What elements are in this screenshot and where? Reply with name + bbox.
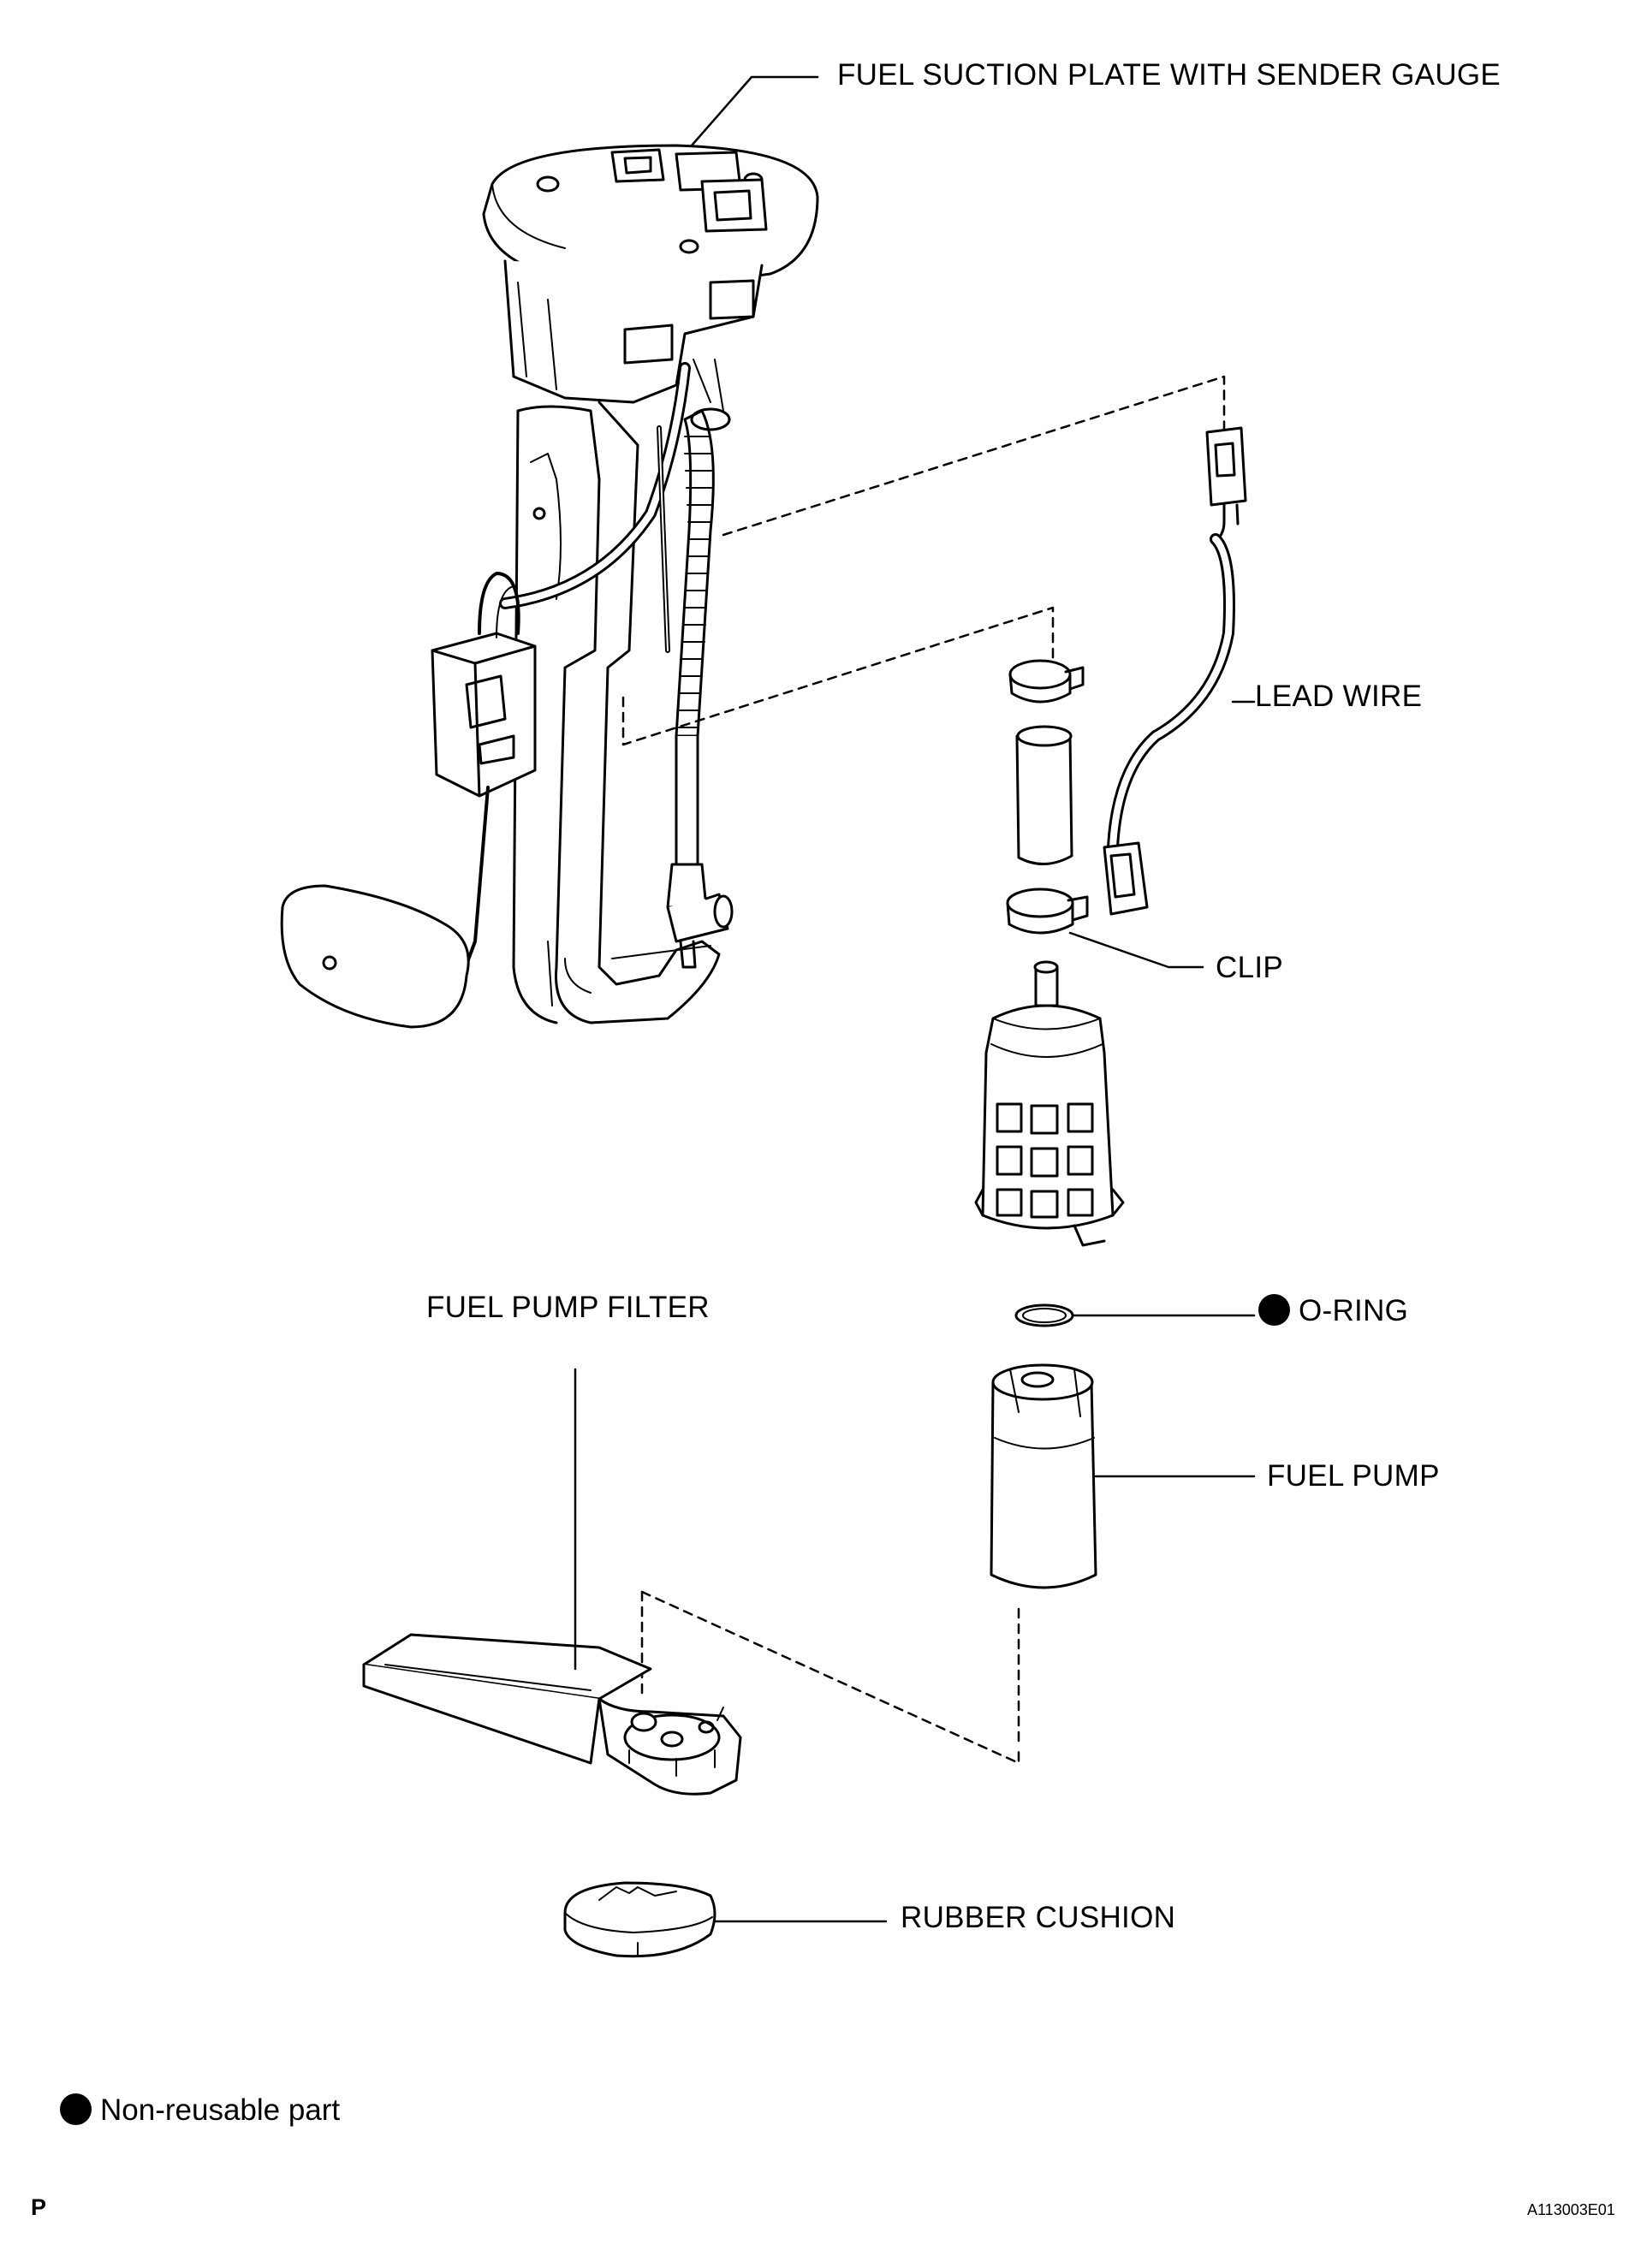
non-reusable-marker-icon [1258,1294,1290,1326]
page-letter: P [31,2194,47,2220]
lower-clip [1006,888,1089,935]
legend-text: Non-reusable part [100,2093,341,2127]
fuel-hose [1015,725,1073,866]
fuel-suction-plate-assembly [280,144,819,1029]
sender-gauge [431,632,537,798]
legend: Non-reusable part [60,2093,340,2128]
fuel-pump-filter [362,1633,742,1796]
label-clip: CLIP [1216,951,1284,984]
rubber-cushion [563,1881,716,1958]
figure-code: A113003E01 [1527,2201,1615,2218]
label-lead-wire: LEAD WIRE [1255,680,1423,713]
label-fuel-suction-plate: FUEL SUCTION PLATE WITH SENDER GAUGE [837,58,1501,92]
sender-float [280,884,470,1029]
label-rubber-cushion: RUBBER CUSHION [901,1901,1176,1934]
upper-clip [1008,659,1085,704]
label-fuel-pump: FUEL PUMP [1267,1459,1440,1493]
label-fuel-pump-filter: FUEL PUMP FILTER [426,1291,710,1324]
fuel-pump [990,1363,1097,1589]
alignment-lines [621,375,1226,1765]
label-o-ring-text: O-RING [1299,1294,1409,1327]
pump-holder [974,960,1125,1247]
label-o-ring: O-RING [1258,1294,1408,1328]
leader-lines [574,75,1256,1923]
lead-wire [1103,426,1247,916]
non-reusable-legend-icon [60,2093,92,2125]
o-ring [1014,1303,1074,1327]
